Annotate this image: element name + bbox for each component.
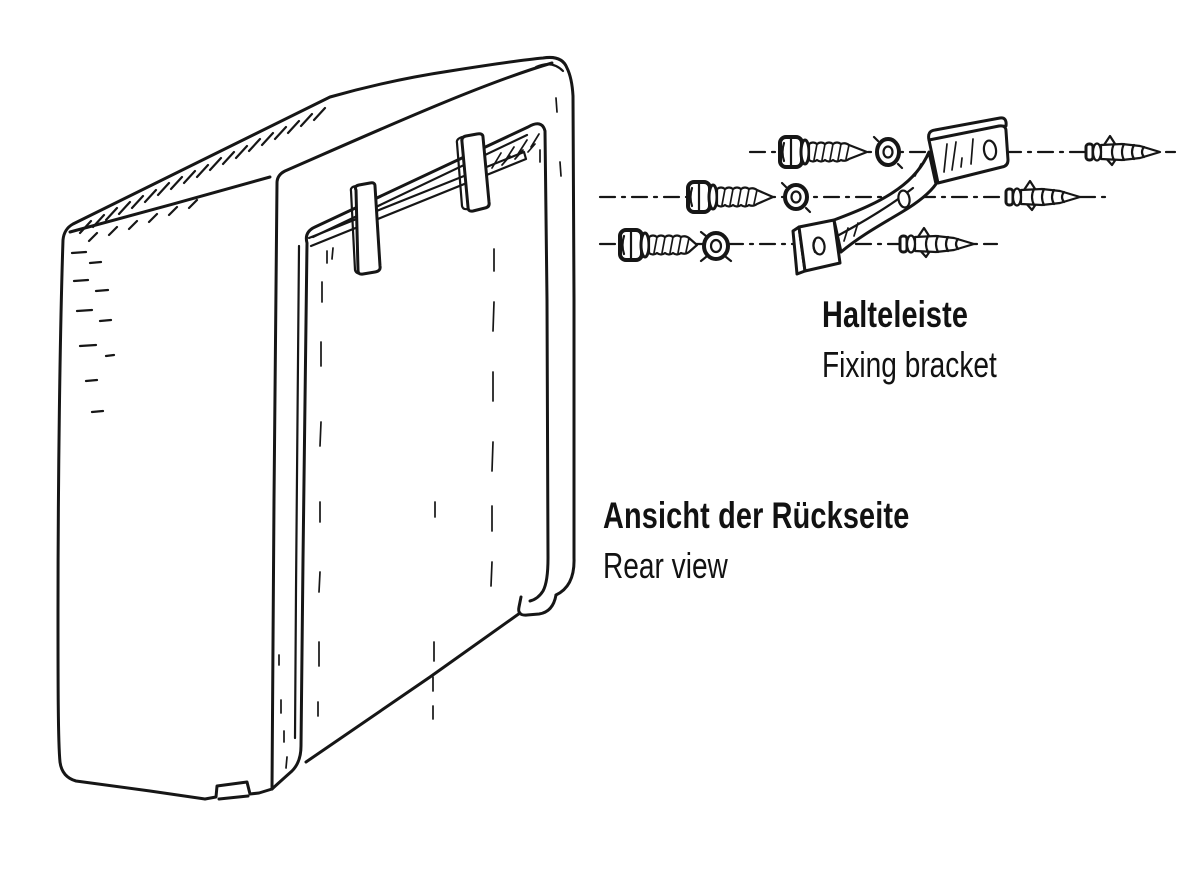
screw-head-facet xyxy=(781,136,793,168)
foot-left xyxy=(203,780,274,801)
appliance-rear-view-drawing xyxy=(56,56,576,801)
rear-bottom-edge xyxy=(304,611,522,764)
washer-notches xyxy=(780,181,812,214)
bracket-strip xyxy=(832,150,938,254)
plug-body xyxy=(1019,187,1082,207)
nut-hole xyxy=(709,238,723,254)
plug-ribs xyxy=(924,234,960,254)
bracket-top-plate-fold xyxy=(927,116,1008,142)
bracket-hole-shadow xyxy=(812,238,817,254)
plug-body xyxy=(913,234,976,254)
washer-middle xyxy=(780,181,812,214)
plug-body xyxy=(1099,142,1162,162)
plug-collar xyxy=(905,234,917,254)
screw-threaded-shaft xyxy=(647,234,699,256)
panel-shading-dashes xyxy=(317,248,495,720)
side-face-shading xyxy=(70,250,116,414)
mounting-hardware xyxy=(598,116,1177,276)
tab-thickness-edge xyxy=(349,184,364,276)
nut-notches xyxy=(699,230,733,263)
screw-thread-lines xyxy=(813,143,850,161)
screw-collar xyxy=(799,138,811,166)
plug-ribs xyxy=(1030,187,1066,207)
tab-thickness-edge xyxy=(455,135,470,211)
hanger-tab-left xyxy=(349,181,382,276)
screw-head-facet xyxy=(621,229,633,261)
rear-view-label-german: Ansicht der Rückseite xyxy=(603,495,910,536)
wall-plug-top xyxy=(1084,134,1162,167)
side-rear-corner-edge xyxy=(270,61,554,791)
screw-bottom xyxy=(618,228,699,262)
plug-collar xyxy=(1091,142,1103,162)
bracket-hole-top xyxy=(982,139,998,161)
washer-hole xyxy=(882,145,894,159)
screw-top xyxy=(778,135,869,169)
wall-plug-middle xyxy=(1004,179,1082,212)
bracket-strip-hatching xyxy=(843,163,922,242)
rear-view-label-english: Rear view xyxy=(603,544,728,586)
foot-right xyxy=(517,593,558,617)
screw-thread-lines xyxy=(653,236,690,254)
screw-thread-lines xyxy=(721,188,758,206)
bracket-top-plate-hatching xyxy=(943,138,974,173)
bracket-hole-middle xyxy=(897,189,911,209)
washer-hole xyxy=(790,190,802,204)
screw-middle xyxy=(686,180,775,214)
bracket-label-german: Halteleiste xyxy=(822,294,969,335)
panel-outline xyxy=(270,122,550,791)
wall-plug-bottom xyxy=(898,226,976,259)
screw-head-facet xyxy=(689,181,701,213)
top-edge-hatching xyxy=(78,106,327,243)
frame-shading xyxy=(278,97,562,769)
tab-body xyxy=(353,181,382,276)
panel-edge-accent xyxy=(293,133,529,740)
tab-body xyxy=(460,132,491,213)
plug-collar xyxy=(1011,187,1023,207)
washer-top xyxy=(872,135,904,170)
nut-bottom xyxy=(699,230,733,263)
washer-notches xyxy=(872,135,904,170)
screw-collar xyxy=(639,231,651,259)
plug-ribs xyxy=(1110,142,1146,162)
side-top-edge xyxy=(68,175,272,234)
bracket-label-english: Fixing bracket xyxy=(822,343,997,385)
screw-threaded-shaft xyxy=(807,141,869,163)
cabinet-outline xyxy=(56,56,576,801)
hanging-rail xyxy=(307,150,528,248)
screw-collar xyxy=(707,183,719,211)
fixing-bracket xyxy=(791,116,1010,276)
recessed-back-panel xyxy=(270,122,550,791)
bracket-label: Halteleiste Fixing bracket xyxy=(822,294,997,385)
hanger-tab-right xyxy=(455,132,491,213)
rail-lines xyxy=(307,150,528,248)
rear-view-label: Ansicht der Rückseite Rear view xyxy=(603,495,909,586)
